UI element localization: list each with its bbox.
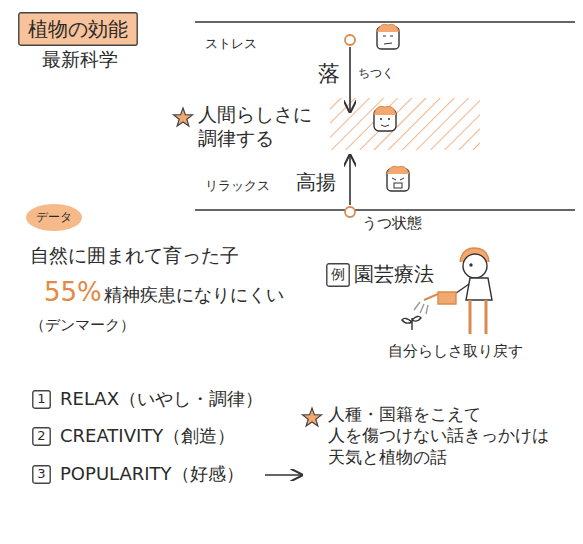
node-text: 1 bbox=[35, 391, 48, 407]
callout-number: 1 bbox=[32, 390, 51, 409]
up-arrow bbox=[349, 155, 351, 205]
down-arrow bbox=[349, 47, 351, 112]
data-tag: データ bbox=[26, 204, 82, 231]
percent-figure: 55% bbox=[44, 276, 102, 309]
node-shape bbox=[33, 428, 50, 445]
arrow-label: 落 bbox=[318, 60, 340, 88]
node-shape bbox=[33, 391, 50, 408]
node-text: 例 bbox=[330, 266, 346, 283]
node-text: 2 bbox=[35, 428, 48, 444]
note-text: 人間らしさに 調律する bbox=[198, 103, 323, 151]
node-shape bbox=[33, 466, 50, 483]
subtitle: 最新科学 bbox=[42, 48, 118, 72]
stressed-face bbox=[377, 24, 399, 49]
node-shape bbox=[327, 264, 349, 286]
callout-number: 2 bbox=[32, 427, 51, 446]
example-text: 園芸療法 bbox=[354, 262, 434, 287]
star-mark bbox=[302, 408, 321, 426]
list-item: RELAX（いやし・調律） bbox=[60, 388, 263, 411]
node-text: 植物の効能 bbox=[28, 17, 128, 41]
scale-label: リラックス bbox=[205, 178, 270, 194]
gardener-figure bbox=[402, 248, 492, 334]
data-source: （デンマーク） bbox=[30, 316, 135, 335]
caption-text: 自分らしさ取り戻す bbox=[388, 342, 523, 361]
list-item: POPULARITY（好感） bbox=[60, 463, 244, 486]
arrow-label: ちつく bbox=[358, 66, 394, 81]
top-line bbox=[195, 21, 575, 23]
start-dot bbox=[345, 35, 355, 45]
note-text: 人種・国籍をこえて 人を傷つけない話きっかけは 天気と植物の話 bbox=[328, 404, 560, 468]
star-mark bbox=[173, 108, 192, 126]
node-shape bbox=[26, 204, 82, 231]
callout-number: 3 bbox=[32, 465, 51, 484]
scale-label: うつ状態 bbox=[362, 214, 422, 233]
data-text: 自然に囲まれて育った子 bbox=[30, 244, 239, 268]
list-item: CREATIVITY（創造） bbox=[60, 425, 235, 448]
excited-face bbox=[387, 166, 409, 191]
scale-label: ストレス bbox=[205, 36, 257, 52]
node-shape bbox=[19, 13, 137, 45]
node-text: 3 bbox=[35, 466, 48, 482]
example-tag: 例 bbox=[326, 263, 350, 287]
node-text: データ bbox=[36, 210, 72, 224]
hatched-band bbox=[330, 98, 480, 150]
arrow-label: 高揚 bbox=[296, 170, 336, 195]
title-box: 植物の効能 bbox=[18, 12, 138, 46]
bottom-line bbox=[195, 209, 575, 211]
start-dot bbox=[345, 207, 355, 217]
calm-face bbox=[374, 106, 396, 131]
data-text: 精神疾患になりにくい bbox=[104, 284, 284, 307]
list-arrow bbox=[265, 474, 302, 476]
